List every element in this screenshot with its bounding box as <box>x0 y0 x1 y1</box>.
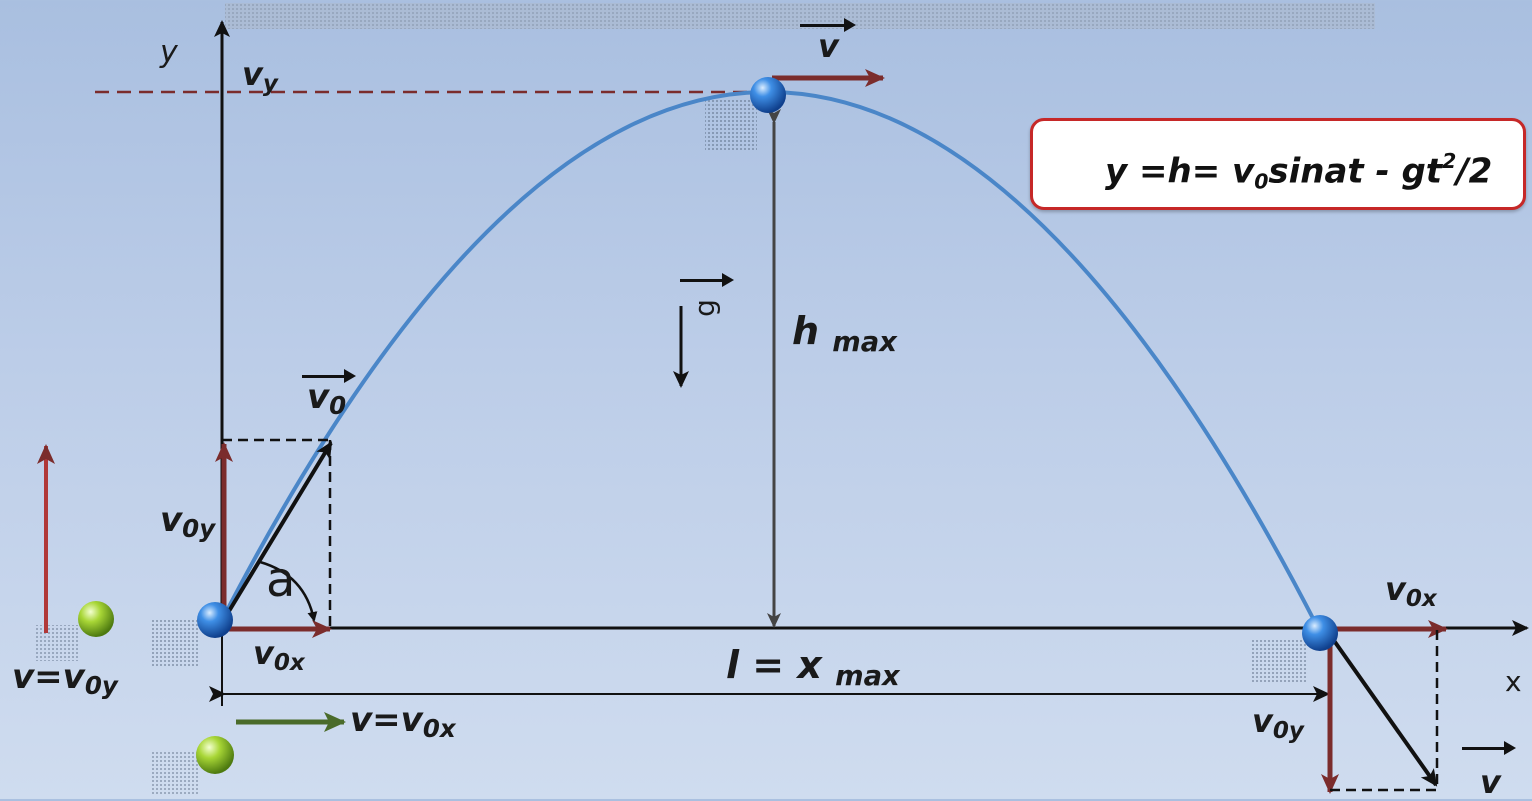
ball-green-bottom <box>196 736 234 774</box>
range-label: l = x max <box>726 643 900 692</box>
horizontal-velocity-label: v=v0x <box>350 700 456 744</box>
shadow-patch-top <box>705 100 757 152</box>
angle-label: a <box>266 552 296 608</box>
v0y-label-left: v0y <box>160 500 216 544</box>
free-fall-velocity-label: v=v0y <box>12 657 118 701</box>
y-axis-label: y <box>160 35 178 70</box>
landing-velocity-vector <box>1328 633 1438 787</box>
angle-arc <box>259 560 318 622</box>
ball-end <box>1302 615 1338 651</box>
top-v-overarrow <box>800 13 856 39</box>
v0y-label-right: v0y <box>1252 702 1304 744</box>
v0-overarrow <box>302 364 356 390</box>
g-label: g <box>687 299 721 317</box>
shadow-patch-start <box>150 618 198 668</box>
h-max-label: h max <box>792 309 897 358</box>
x-axis-label: x <box>1505 665 1522 698</box>
formula-box: y =h= v0sinat - gt2/2 <box>1030 118 1526 210</box>
vy-label: vy <box>242 55 278 97</box>
ball-green-left <box>78 601 114 637</box>
v0x-label-right: v0x <box>1385 570 1437 612</box>
shadow-patch-left <box>36 625 80 661</box>
right-v-label: v <box>1480 763 1501 801</box>
v0x-label-left: v0x <box>253 634 305 676</box>
g-overarrow <box>680 268 734 294</box>
ball-start <box>197 602 233 638</box>
ball-top <box>750 77 786 113</box>
v0-label: v0 <box>307 377 347 421</box>
shadow-patch-end <box>1252 638 1306 682</box>
formula-text: y =h= v0sinat - gt2/2 <box>1105 149 1493 194</box>
right-v-overarrow <box>1462 736 1516 762</box>
shadow-patch-bottom <box>150 752 200 796</box>
v0-vector <box>224 441 333 618</box>
top-v-label: v <box>818 27 839 65</box>
